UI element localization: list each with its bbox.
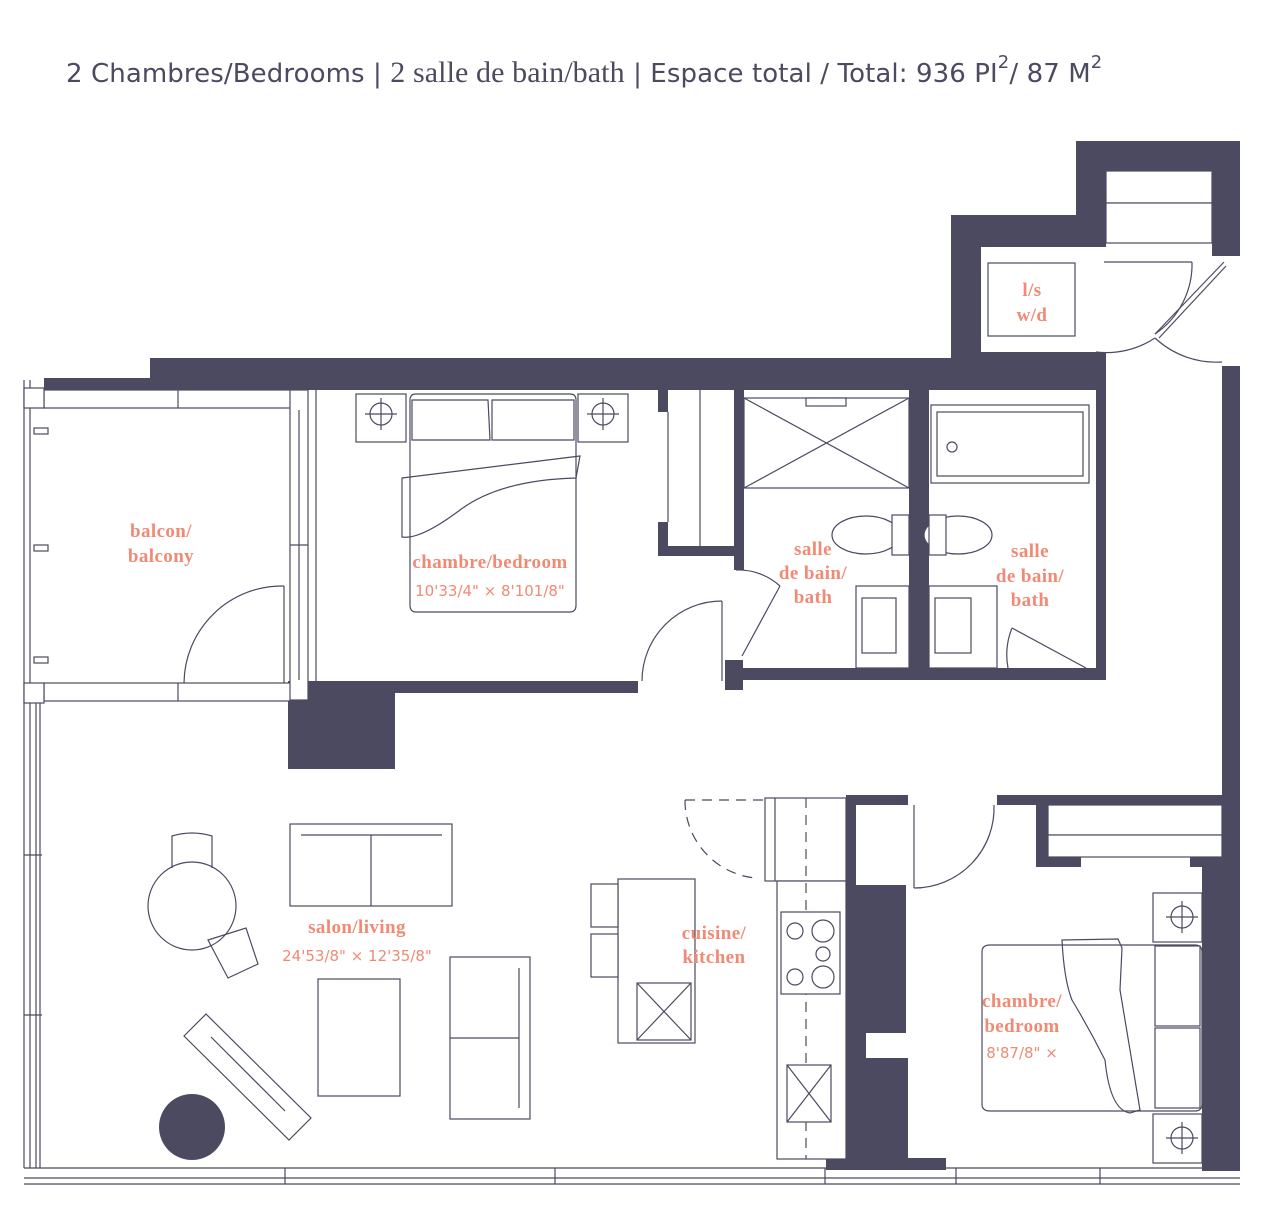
kitchen-label: kitchen (683, 947, 746, 968)
bedroom2-label: chambre/ (982, 991, 1062, 1012)
total-area: Espace total / Total: 936 PI2/ 87 M2 (650, 52, 1102, 89)
laundry-label: w/d (1017, 305, 1048, 326)
bedroom2-dimensions: 8'87/8" × (986, 1044, 1058, 1062)
laundry-label: l/s (1022, 280, 1041, 301)
bath1-label: salle (794, 539, 832, 560)
superscript: 2 (997, 52, 1010, 74)
room-labels: balcon/ balcony chambre/bedroom 10'33/4"… (128, 280, 1064, 1062)
bath1-label: de bain/ (779, 563, 847, 584)
bath2-label: salle (1011, 541, 1049, 562)
unit-summary-header: 2 Chambres/Bedrooms | 2 salle de bain/ba… (66, 52, 1102, 90)
bedroom1-dimensions: 10'33/4" × 8'101/8" (415, 582, 565, 600)
total-area-sqft: Espace total / Total: 936 PI (650, 59, 998, 89)
balcony-label: balcon/ (130, 521, 192, 542)
bath2-label: de bain/ (996, 566, 1064, 587)
kitchen-label: cuisine/ (682, 923, 747, 944)
walls (44, 141, 1240, 1171)
kitchen-fixtures (590, 797, 847, 1160)
bedroom-count: 2 Chambres/Bedrooms (66, 59, 365, 89)
separator: | (364, 59, 391, 89)
doors (183, 261, 1227, 889)
superscript: 2 (1090, 52, 1103, 74)
closets (667, 170, 1223, 858)
bath1-label: bath (794, 587, 833, 608)
bedroom1-label: chambre/bedroom (412, 552, 567, 573)
bathroom-fixtures (743, 262, 1090, 669)
bedroom2-furniture (981, 892, 1203, 1164)
balcony-label: balcony (128, 546, 194, 567)
living-dimensions: 24'53/8" × 12'35/8" (282, 947, 432, 965)
bath2-label: bath (1011, 590, 1050, 611)
bathroom-count: 2 salle de bain/bath (390, 56, 625, 89)
bedroom1-furniture (355, 393, 629, 613)
windows (23, 380, 1240, 1185)
living-label: salon/living (308, 917, 406, 938)
total-area-sqm: / 87 M (1009, 59, 1091, 89)
living-furniture (147, 823, 531, 1160)
bedroom2-label: bedroom (984, 1016, 1059, 1037)
separator: | (624, 59, 651, 89)
